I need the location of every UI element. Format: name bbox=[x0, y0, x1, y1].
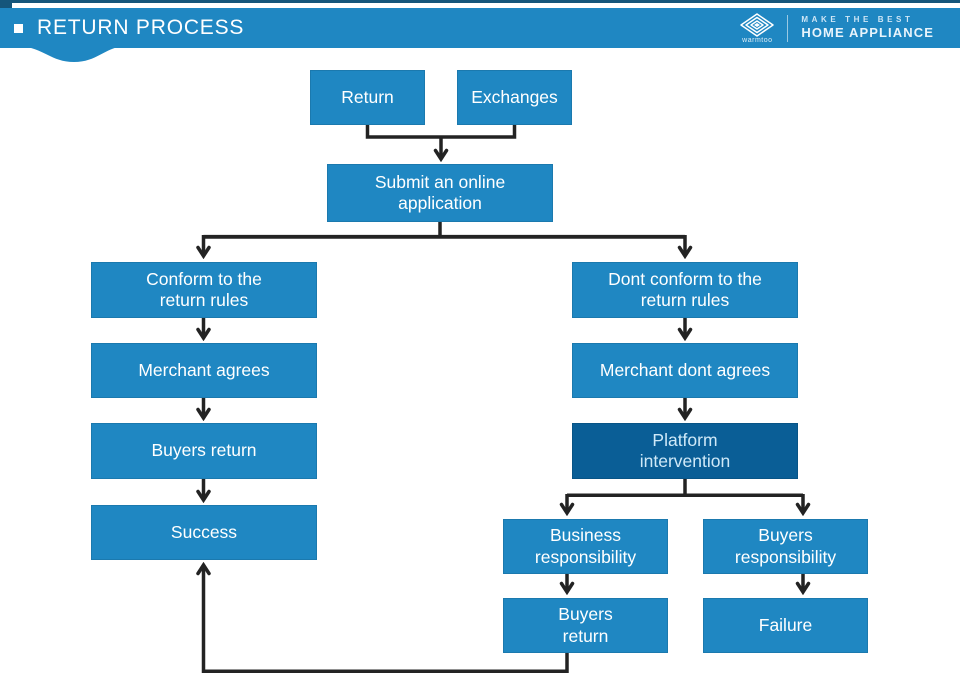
flow-node-merchant-dont-agrees: Merchant dont agrees bbox=[572, 343, 798, 398]
top-accent-strip bbox=[0, 0, 960, 3]
flow-node-buyers-return-2: Buyers return bbox=[503, 598, 668, 653]
flow-node-business-responsibility: Business responsibility bbox=[503, 519, 668, 574]
nested-diamonds-icon bbox=[740, 13, 775, 37]
brand-separator bbox=[787, 14, 789, 42]
flow-node-conform-rules: Conform to the return rules bbox=[91, 262, 317, 318]
flow-node-platform-intervention: Platform intervention bbox=[572, 423, 798, 479]
header-wave bbox=[20, 46, 124, 62]
brand-logo: warmtoo bbox=[739, 12, 775, 44]
flow-node-exchanges: Exchanges bbox=[457, 70, 572, 125]
brand-tagline: MAKE THE BEST HOME APPLIANCE bbox=[801, 15, 934, 40]
flow-node-return: Return bbox=[310, 70, 425, 125]
flow-node-buyers-return: Buyers return bbox=[91, 423, 317, 479]
flow-node-dont-conform-rules: Dont conform to the return rules bbox=[572, 262, 798, 318]
flow-node-failure: Failure bbox=[703, 598, 868, 653]
header-bar: RETURN PROCESS warmtoo MAKE THE BEST HOM… bbox=[0, 8, 960, 48]
flow-node-buyers-responsibility: Buyers responsibility bbox=[703, 519, 868, 574]
page-title: RETURN PROCESS bbox=[37, 16, 245, 39]
flow-node-success: Success bbox=[91, 505, 317, 560]
brand-tagline-line1: MAKE THE BEST bbox=[801, 15, 914, 25]
brand-block: warmtoo MAKE THE BEST HOME APPLIANCE bbox=[739, 8, 934, 48]
brand-tagline-line2: HOME APPLIANCE bbox=[801, 24, 934, 40]
flow-node-merchant-agrees: Merchant agrees bbox=[91, 343, 317, 398]
title-bullet-icon bbox=[14, 23, 23, 33]
flow-node-submit-application: Submit an online application bbox=[327, 164, 553, 222]
brand-logo-name: warmtoo bbox=[742, 37, 773, 44]
